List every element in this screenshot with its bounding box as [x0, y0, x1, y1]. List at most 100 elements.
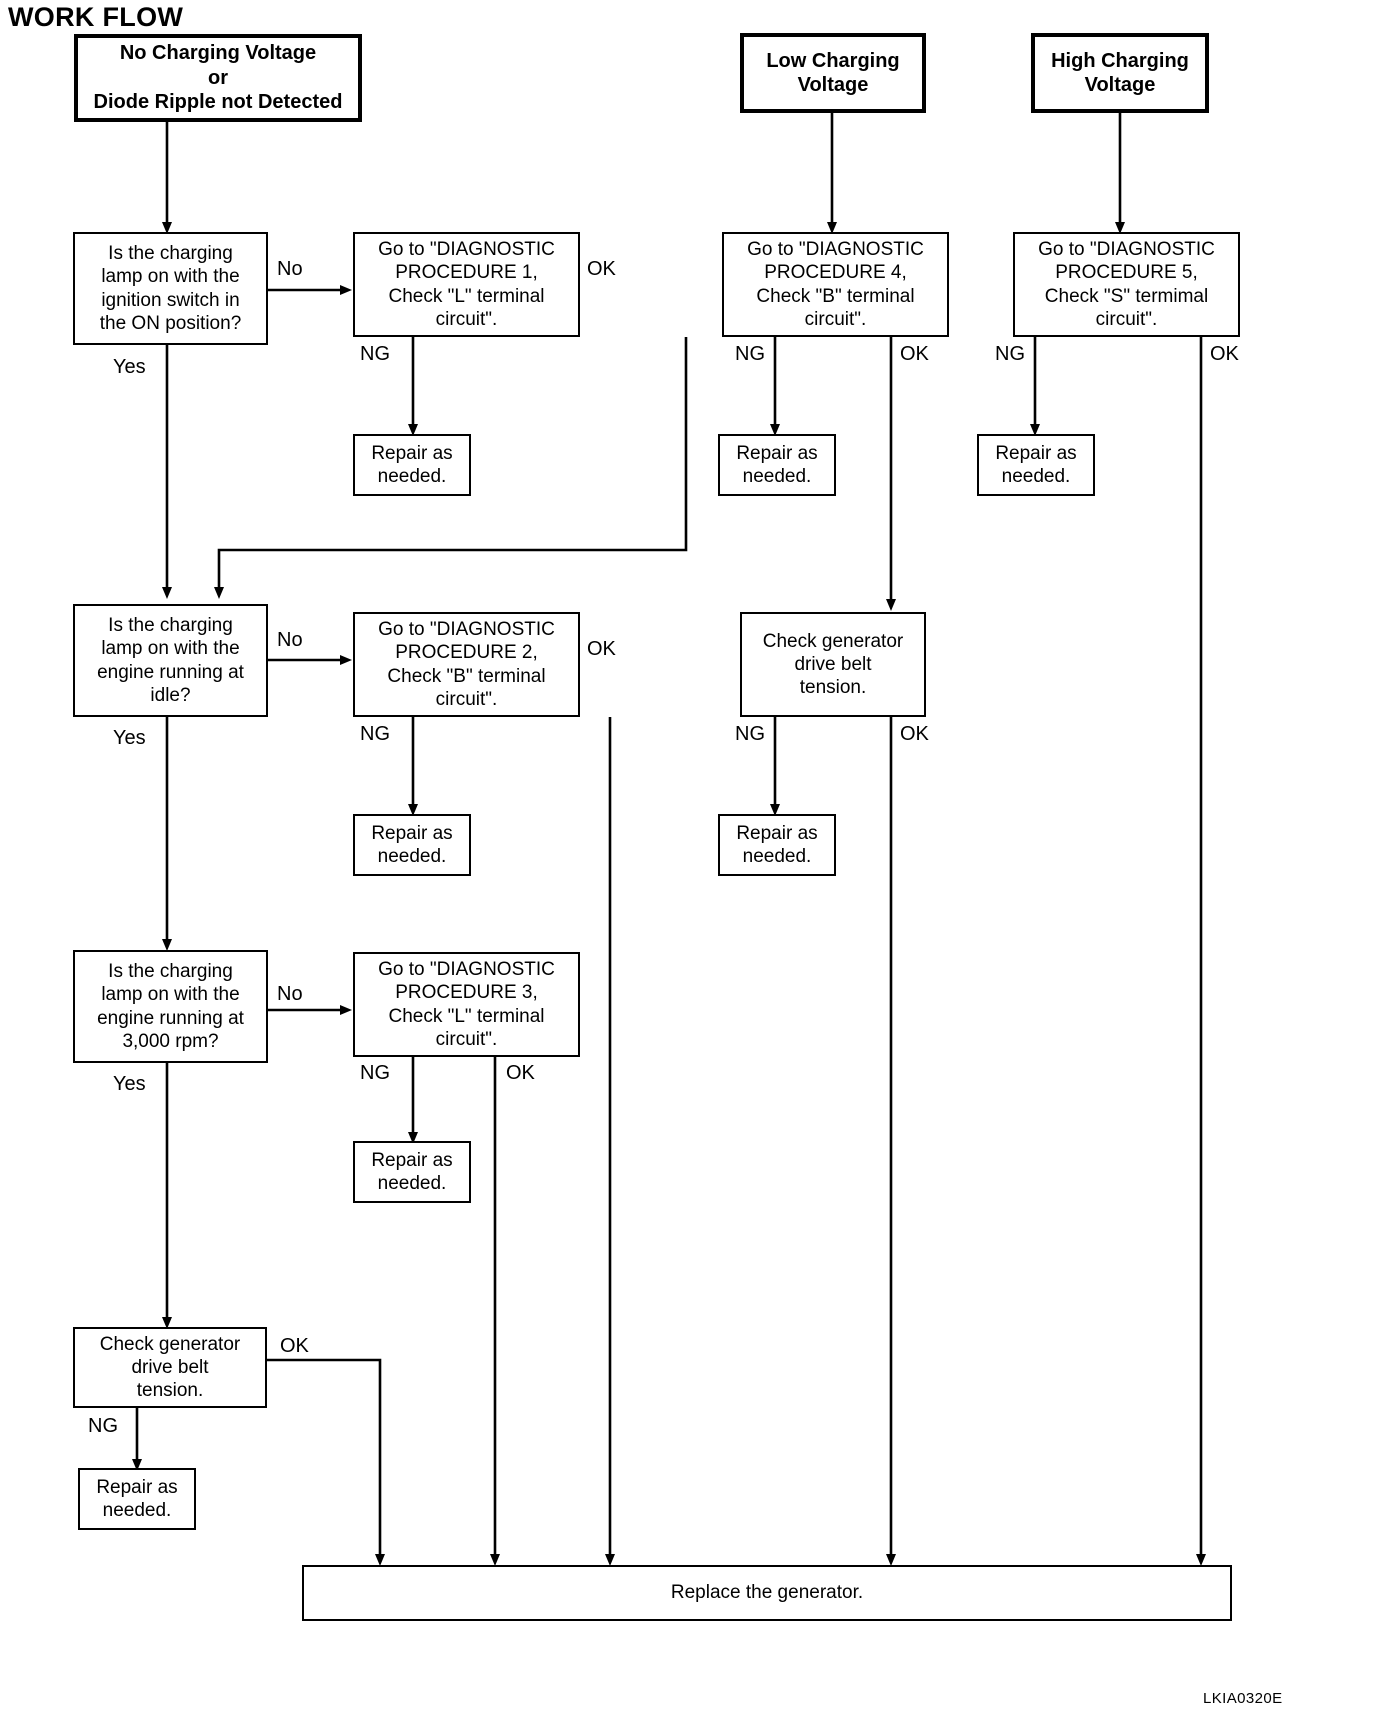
procedure-3: Go to "DIAGNOSTIC PROCEDURE 3, Check "L"…	[353, 952, 580, 1057]
repair-line: Repair as	[96, 1476, 178, 1498]
entry-line: or	[208, 66, 228, 89]
edge-label-yes-2: Yes	[113, 727, 146, 749]
edge-label-no-1: No	[277, 258, 303, 280]
entry-line: No Charging Voltage	[119, 42, 317, 65]
repair-3: Repair as needed.	[353, 1141, 471, 1203]
entry-line: Voltage	[797, 74, 869, 96]
belt-line: Check generator	[99, 1333, 241, 1355]
repair-line: Repair as	[371, 822, 453, 844]
procedure-line: Check "B" terminal	[387, 665, 546, 687]
entry-line: High Charging	[1051, 49, 1189, 72]
repair-line: needed.	[742, 846, 812, 867]
belt-line: drive belt	[131, 1356, 209, 1378]
entry-high-charging: High Charging Voltage	[1031, 33, 1209, 113]
decision-line: the ON position?	[99, 312, 242, 334]
procedure-line: circuit".	[435, 688, 498, 710]
repair-high-charging: Repair as needed.	[977, 434, 1095, 496]
repair-line: Repair as	[736, 442, 818, 464]
edge-label-ok-p4: OK	[900, 343, 929, 365]
procedure-line: Go to "DIAGNOSTIC	[1038, 239, 1215, 261]
procedure-4: Go to "DIAGNOSTIC PROCEDURE 4, Check "B"…	[722, 232, 949, 337]
edge-label-ng-belt-left: NG	[88, 1415, 118, 1437]
edge-label-ok-3: OK	[506, 1062, 535, 1084]
belt-check-left: Check generator drive belt tension.	[73, 1327, 267, 1408]
edge-label-ok-belt-left: OK	[280, 1335, 309, 1357]
figure-code: LKIA0320E	[1203, 1690, 1283, 1707]
entry-low-charging: Low Charging Voltage	[740, 33, 926, 113]
procedure-line: PROCEDURE 3,	[395, 982, 538, 1004]
entry-no-charging: No Charging Voltage or Diode Ripple not …	[74, 34, 362, 122]
edge-label-ok-belt-mid: OK	[900, 723, 929, 745]
edge-label-ng-2: NG	[360, 723, 390, 745]
procedure-line: circuit".	[804, 308, 867, 330]
page-title: WORK FLOW	[8, 2, 184, 32]
edge-label-ng-p5: NG	[995, 343, 1025, 365]
repair-5: Repair as needed.	[718, 814, 836, 876]
decision-line: ignition switch in	[101, 289, 240, 311]
procedure-line: Go to "DIAGNOSTIC	[378, 239, 555, 261]
repair-line: Repair as	[371, 442, 453, 464]
decision-ignition-on: Is the charging lamp on with the ignitio…	[73, 232, 268, 345]
repair-line: needed.	[377, 1173, 447, 1194]
belt-line: drive belt	[794, 653, 872, 675]
procedure-line: Check "B" terminal	[756, 285, 915, 307]
decision-line: Is the charging	[108, 961, 233, 983]
decision-line: lamp on with the	[101, 984, 240, 1006]
repair-4: Repair as needed.	[718, 434, 836, 496]
edge-label-ng-p4: NG	[735, 343, 765, 365]
decision-line: idle?	[150, 684, 191, 706]
procedure-line: Go to "DIAGNOSTIC	[378, 959, 555, 981]
decision-line: Is the charging	[108, 615, 233, 637]
repair-line: needed.	[377, 846, 447, 867]
procedure-line: PROCEDURE 4,	[764, 262, 907, 284]
edge-label-ng-3: NG	[360, 1062, 390, 1084]
procedure-line: circuit".	[1095, 308, 1158, 330]
repair-belt-left: Repair as needed.	[78, 1468, 196, 1530]
repair-line: Repair as	[736, 822, 818, 844]
procedure-5: Go to "DIAGNOSTIC PROCEDURE 5, Check "S"…	[1013, 232, 1240, 337]
decision-engine-3000rpm: Is the charging lamp on with the engine …	[73, 950, 268, 1063]
entry-line: Low Charging	[766, 49, 900, 72]
edge-label-ng-1: NG	[360, 343, 390, 365]
repair-2: Repair as needed.	[353, 814, 471, 876]
edge-label-ok-p5: OK	[1210, 343, 1239, 365]
belt-check-mid: Check generator drive belt tension.	[740, 612, 926, 717]
procedure-line: Check "L" terminal	[388, 285, 545, 307]
edge-label-no-3: No	[277, 983, 303, 1005]
repair-line: Repair as	[995, 442, 1077, 464]
procedure-line: Go to "DIAGNOSTIC	[378, 619, 555, 641]
entry-line: Voltage	[1084, 74, 1156, 96]
repair-line: needed.	[742, 466, 812, 487]
belt-line: tension.	[136, 1380, 204, 1402]
repair-line: Repair as	[371, 1149, 453, 1171]
edge-label-ok-2: OK	[587, 638, 616, 660]
decision-line: Is the charging	[108, 243, 233, 265]
edge-label-ok-1: OK	[587, 258, 616, 280]
edge-label-ng-belt-mid: NG	[735, 723, 765, 745]
procedure-line: circuit".	[435, 1028, 498, 1050]
procedure-line: Check "L" terminal	[388, 1005, 545, 1027]
repair-line: needed.	[102, 1500, 172, 1521]
repair-line: needed.	[1001, 466, 1071, 487]
decision-line: lamp on with the	[101, 266, 240, 288]
decision-line: lamp on with the	[101, 638, 240, 660]
belt-line: tension.	[799, 677, 867, 699]
procedure-line: Go to "DIAGNOSTIC	[747, 239, 924, 261]
procedure-line: PROCEDURE 2,	[395, 642, 538, 664]
procedure-line: circuit".	[435, 308, 498, 330]
belt-line: Check generator	[762, 630, 904, 652]
decision-line: 3,000 rpm?	[122, 1030, 219, 1052]
decision-line: engine running at	[97, 1007, 244, 1029]
decision-line: engine running at	[97, 661, 244, 683]
repair-1: Repair as needed.	[353, 434, 471, 496]
procedure-2: Go to "DIAGNOSTIC PROCEDURE 2, Check "B"…	[353, 612, 580, 717]
procedure-line: PROCEDURE 5,	[1055, 262, 1198, 284]
procedure-line: Check "S" termimal	[1044, 285, 1209, 307]
entry-line: Diode Ripple not Detected	[93, 91, 343, 114]
edge-label-yes-3: Yes	[113, 1073, 146, 1095]
procedure-line: PROCEDURE 1,	[395, 262, 538, 284]
edge-label-yes-1: Yes	[113, 356, 146, 378]
edge-label-no-2: No	[277, 629, 303, 651]
decision-engine-idle: Is the charging lamp on with the engine …	[73, 604, 268, 717]
